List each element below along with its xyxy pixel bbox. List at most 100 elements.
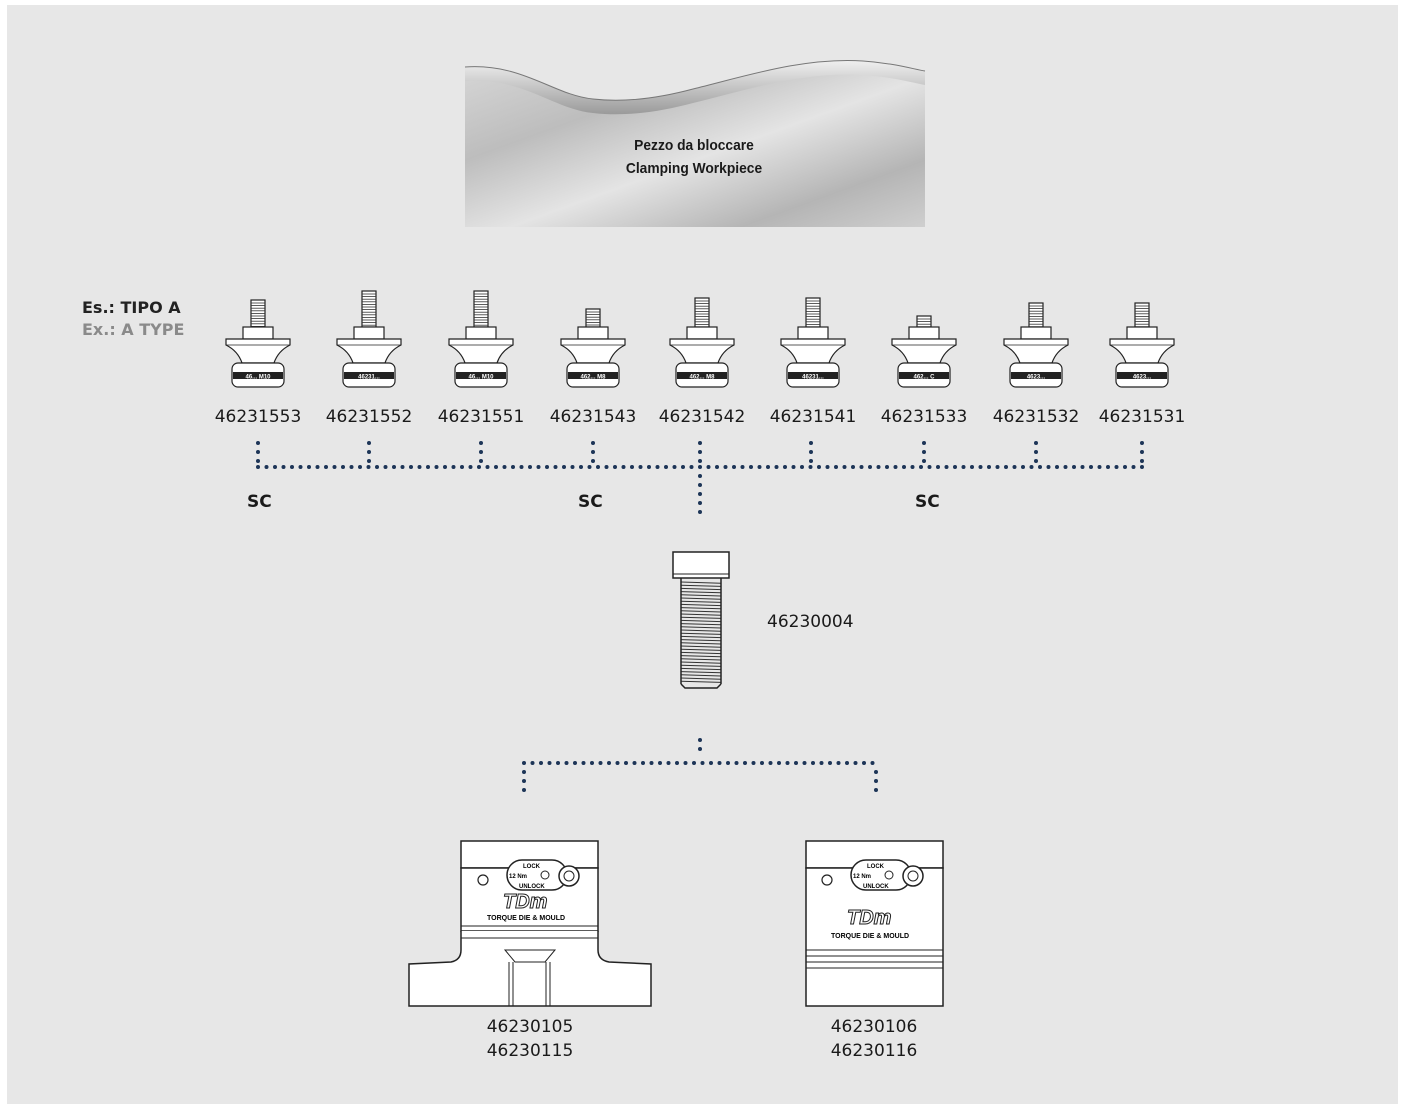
clamp-code-1a: 46230105 xyxy=(486,1017,574,1037)
stud-engraving: 462... M8 xyxy=(689,375,715,381)
connector-dot xyxy=(862,761,866,765)
connector-dot xyxy=(698,738,702,742)
connector-dot xyxy=(874,788,878,792)
connector-dot xyxy=(553,465,558,469)
connector-dot xyxy=(573,761,577,765)
connector-dot xyxy=(367,459,371,463)
connector-dot xyxy=(698,459,702,463)
connector-dot xyxy=(706,465,711,469)
tdm-logo: TDm xyxy=(503,891,547,913)
connector-dot xyxy=(927,465,932,469)
connector-dot xyxy=(760,761,764,765)
connector-dot xyxy=(604,465,609,469)
connector-dot xyxy=(723,465,728,469)
connector-dot xyxy=(868,465,872,469)
connector-dot xyxy=(632,761,637,765)
connector-dot xyxy=(615,761,620,765)
connector-dot xyxy=(587,465,592,469)
pull-stud-image: 46... M10 xyxy=(225,299,291,388)
connector-dot xyxy=(539,761,543,765)
connector-dot xyxy=(530,761,535,765)
connector-dot xyxy=(256,441,260,445)
brand-text: TORQUE DIE & MOULD xyxy=(831,933,909,940)
connector-dot xyxy=(664,465,668,469)
pull-stud-code: 46231553 xyxy=(214,407,302,427)
connector-dot xyxy=(715,465,719,469)
connector-dot xyxy=(859,465,864,469)
connector-dot xyxy=(698,510,702,514)
connector-dot xyxy=(902,465,906,469)
connector-dot xyxy=(417,465,422,469)
connector-dot xyxy=(1140,465,1144,469)
connector-dot xyxy=(468,465,473,469)
connector-dot xyxy=(511,465,515,469)
connector-dot xyxy=(995,465,1000,469)
sc-label: SC xyxy=(247,492,272,512)
connector-dot xyxy=(658,761,662,765)
stud-engraving: 462... C xyxy=(913,375,935,381)
connector-dot xyxy=(647,465,651,469)
connector-dot xyxy=(1140,441,1144,445)
torque-text: 12 Nm xyxy=(509,874,527,880)
connector-dot xyxy=(307,465,311,469)
connector-dot xyxy=(675,761,679,765)
pull-stud-code: 46231541 xyxy=(769,407,857,427)
stud-engraving: 46... M10 xyxy=(245,375,271,381)
pull-stud-image: 46... M10 xyxy=(448,290,514,388)
connector-dot xyxy=(564,761,569,765)
connector-dot xyxy=(1021,465,1025,469)
workpiece-label-it: Pezzo da bloccare xyxy=(634,137,754,154)
type-label-it: Es.: TIPO A xyxy=(82,298,181,317)
connector-dot xyxy=(630,465,634,469)
connector-dot xyxy=(502,465,507,469)
sc-label: SC xyxy=(578,492,603,512)
connector-dot xyxy=(273,465,277,469)
connector-dot xyxy=(479,450,483,454)
connector-dot xyxy=(451,465,456,469)
connector-dot xyxy=(522,788,526,792)
connector-dot xyxy=(874,770,878,774)
pull-stud-image: 46231... xyxy=(780,297,846,388)
connector-dot xyxy=(426,465,430,469)
connector-dot xyxy=(709,761,713,765)
connector-dot xyxy=(1097,465,1102,469)
connector-dot xyxy=(809,459,813,463)
clamp-code-2a: 46230106 xyxy=(830,1017,918,1037)
pull-stud-code: 46231542 xyxy=(658,407,746,427)
connector-dot xyxy=(556,761,560,765)
pull-stud-code: 46231531 xyxy=(1098,407,1186,427)
connector-dot xyxy=(853,761,858,765)
connector-dot xyxy=(1114,465,1119,469)
connector-dot xyxy=(698,474,702,478)
connector-dot xyxy=(570,465,575,469)
connector-dot xyxy=(1046,465,1051,469)
connector-dot xyxy=(740,465,745,469)
connector-dot xyxy=(341,465,345,469)
connector-dot xyxy=(621,465,626,469)
connector-dot xyxy=(732,465,736,469)
workpiece-label-en: Clamping Workpiece xyxy=(625,160,763,177)
sc-label: SC xyxy=(915,492,940,512)
connector-dot xyxy=(749,465,753,469)
connector-dot xyxy=(598,761,603,765)
connector-dot xyxy=(392,465,396,469)
connector-dot xyxy=(1012,465,1017,469)
connector-dot xyxy=(893,465,898,469)
connector-dot xyxy=(987,465,991,469)
connector-dot xyxy=(649,761,654,765)
connector-dot xyxy=(774,465,779,469)
connector-dot xyxy=(885,465,889,469)
connector-dot xyxy=(870,761,875,765)
connector-dot xyxy=(349,465,354,469)
connector-dot xyxy=(298,465,303,469)
screw-image xyxy=(672,551,730,689)
connector-dot xyxy=(961,465,966,469)
connector-dot xyxy=(768,761,773,765)
clamp-code-1b: 46230115 xyxy=(486,1041,574,1061)
connector-dot xyxy=(700,761,705,765)
connector-dot xyxy=(811,761,815,765)
connector-dot xyxy=(777,761,781,765)
connector-dot xyxy=(672,465,677,469)
connector-dot xyxy=(545,465,549,469)
